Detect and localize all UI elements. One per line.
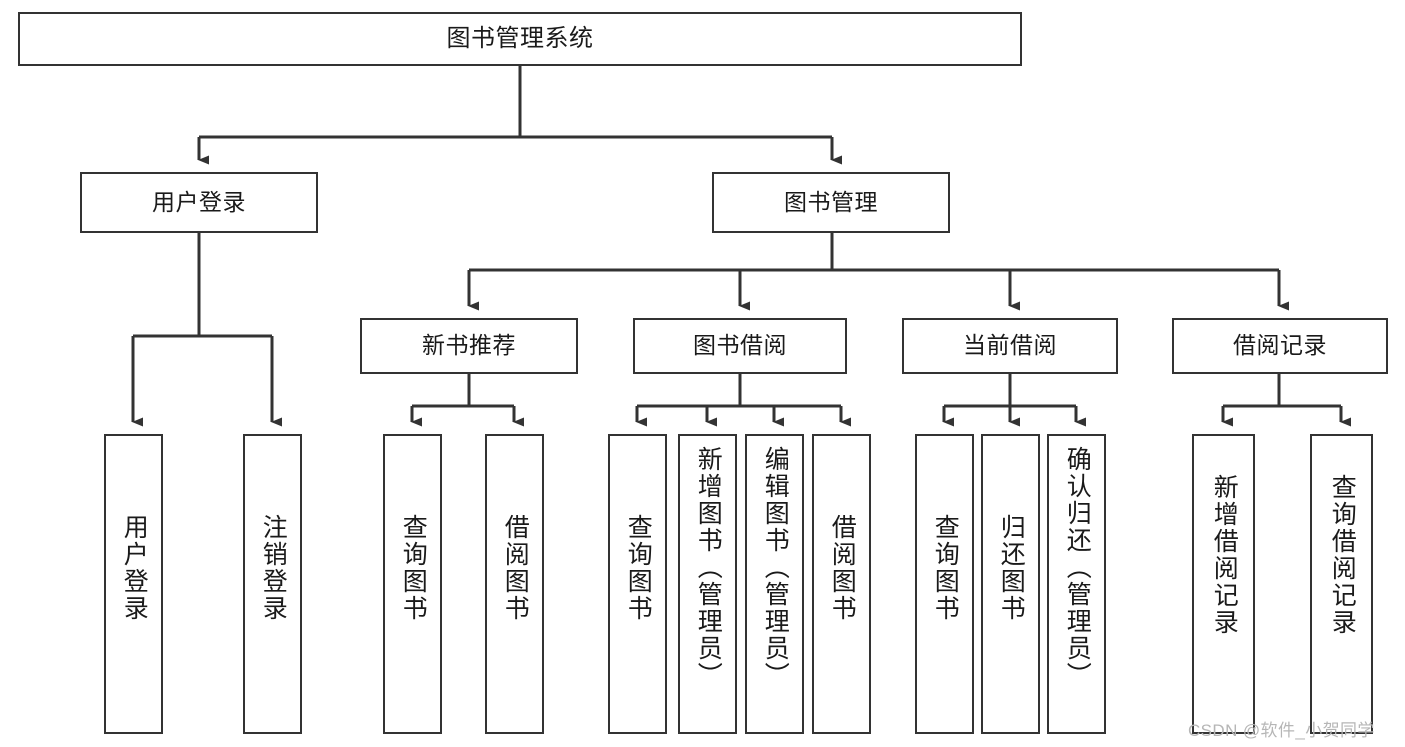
leaf-user-login[interactable]: 用户登录 bbox=[104, 434, 163, 734]
node-label: 用户登录 bbox=[120, 514, 149, 622]
node-label: 注销登录 bbox=[259, 514, 288, 622]
node-current-borrow[interactable]: 当前借阅 bbox=[902, 318, 1118, 374]
node-label: 新增图书（管理员） bbox=[694, 446, 723, 689]
node-label: 当前借阅 bbox=[963, 332, 1057, 359]
node-label: 图书借阅 bbox=[693, 332, 787, 359]
node-root-system[interactable]: 图书管理系统 bbox=[18, 12, 1022, 66]
node-label: 图书管理 bbox=[784, 188, 878, 215]
leaf-query-borrow-record[interactable]: 查询借阅记录 bbox=[1310, 434, 1373, 734]
node-book-management[interactable]: 图书管理 bbox=[712, 172, 950, 233]
node-user-login[interactable]: 用户登录 bbox=[80, 172, 318, 233]
node-label: 查询图书 bbox=[624, 514, 653, 622]
node-label: 借阅图书 bbox=[828, 514, 857, 622]
leaf-add-book-admin[interactable]: 新增图书（管理员） bbox=[678, 434, 737, 734]
leaf-return-book[interactable]: 归还图书 bbox=[981, 434, 1040, 734]
node-label: 编辑图书（管理员） bbox=[761, 446, 790, 689]
leaf-query-book-current[interactable]: 查询图书 bbox=[915, 434, 974, 734]
leaf-user-logout[interactable]: 注销登录 bbox=[243, 434, 302, 734]
node-label: 图书管理系统 bbox=[446, 24, 594, 52]
leaf-query-book-borrow[interactable]: 查询图书 bbox=[608, 434, 667, 734]
node-label: 查询图书 bbox=[931, 514, 960, 622]
node-label: 借阅记录 bbox=[1233, 332, 1327, 359]
leaf-query-book-recommend[interactable]: 查询图书 bbox=[383, 434, 442, 734]
leaf-edit-book-admin[interactable]: 编辑图书（管理员） bbox=[745, 434, 804, 734]
node-new-book-recommend[interactable]: 新书推荐 bbox=[360, 318, 578, 374]
leaf-confirm-return-admin[interactable]: 确认归还（管理员） bbox=[1047, 434, 1106, 734]
node-book-borrow[interactable]: 图书借阅 bbox=[633, 318, 847, 374]
leaf-borrow-book[interactable]: 借阅图书 bbox=[812, 434, 871, 734]
node-label: 查询借阅记录 bbox=[1328, 474, 1357, 636]
node-label: 用户登录 bbox=[152, 188, 246, 215]
node-label: 确认归还（管理员） bbox=[1063, 446, 1092, 689]
leaf-borrow-book-recommend[interactable]: 借阅图书 bbox=[485, 434, 544, 734]
leaf-add-borrow-record[interactable]: 新增借阅记录 bbox=[1192, 434, 1255, 734]
node-label: 新增借阅记录 bbox=[1210, 474, 1239, 636]
node-label: 查询图书 bbox=[399, 514, 428, 622]
watermark: CSDN @软件_小贺同学 bbox=[1188, 721, 1375, 740]
node-label: 借阅图书 bbox=[501, 514, 530, 622]
node-borrow-record[interactable]: 借阅记录 bbox=[1172, 318, 1388, 374]
node-label: 归还图书 bbox=[997, 514, 1026, 622]
node-label: 新书推荐 bbox=[422, 332, 516, 359]
